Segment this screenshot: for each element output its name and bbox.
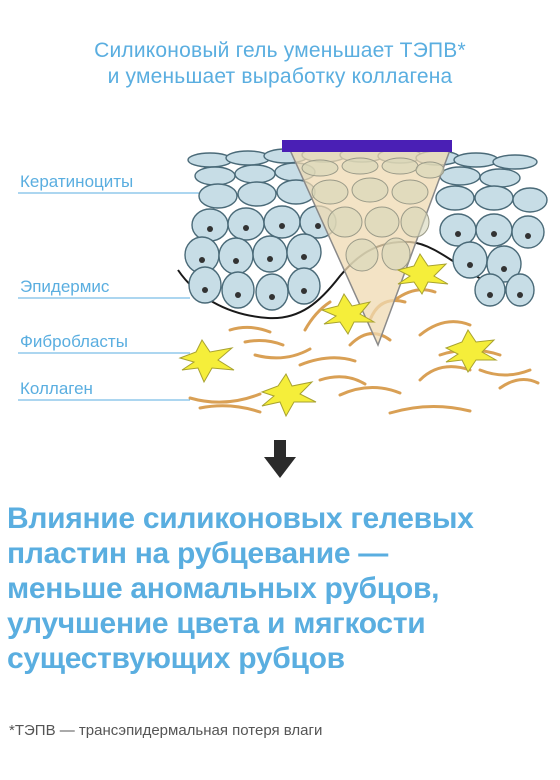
epidermis-line <box>177 240 511 320</box>
label-collagen: Коллаген <box>20 379 93 398</box>
fibroblasts <box>178 253 498 418</box>
headline-line-5: существующих рубцов <box>7 642 345 675</box>
label-keratinocytes: Кератиноциты <box>20 172 134 191</box>
headline-line-2: пластин на рубцевание — <box>7 537 388 570</box>
label-epidermis: Эпидермис <box>20 277 110 296</box>
label-leader-lines <box>18 192 200 401</box>
headline-line-1: Влияние силиконовых гелевых <box>7 502 474 535</box>
headline: Влияние силиконовых гелевых пластин на р… <box>7 501 557 676</box>
subtitle-line-1: Силиконовый гель уменьшает ТЭПВ* <box>94 39 466 62</box>
arrow-down-icon <box>262 440 298 480</box>
skin-diagram-illustration <box>18 140 548 418</box>
headline-line-4: улучшение цвета и мягкости <box>7 607 426 640</box>
label-fibroblasts: Фибробласты <box>20 332 128 351</box>
cone-cells <box>301 157 445 272</box>
silicone-gel-sheet <box>282 140 452 152</box>
skin-diagram: Кератиноциты Эпидермис Фибробласты Колла… <box>0 130 560 420</box>
collagen-fibers <box>188 288 540 415</box>
headline-line-3: меньше аномальных рубцов, <box>7 572 440 605</box>
subtitle: Силиконовый гель уменьшает ТЭПВ* и умень… <box>0 38 560 90</box>
cell-nuclei <box>199 223 531 300</box>
subtitle-line-2: и уменьшает выработку коллагена <box>107 65 453 88</box>
footnote: *ТЭПВ — трансэпидермальная потеря влаги <box>9 722 323 739</box>
